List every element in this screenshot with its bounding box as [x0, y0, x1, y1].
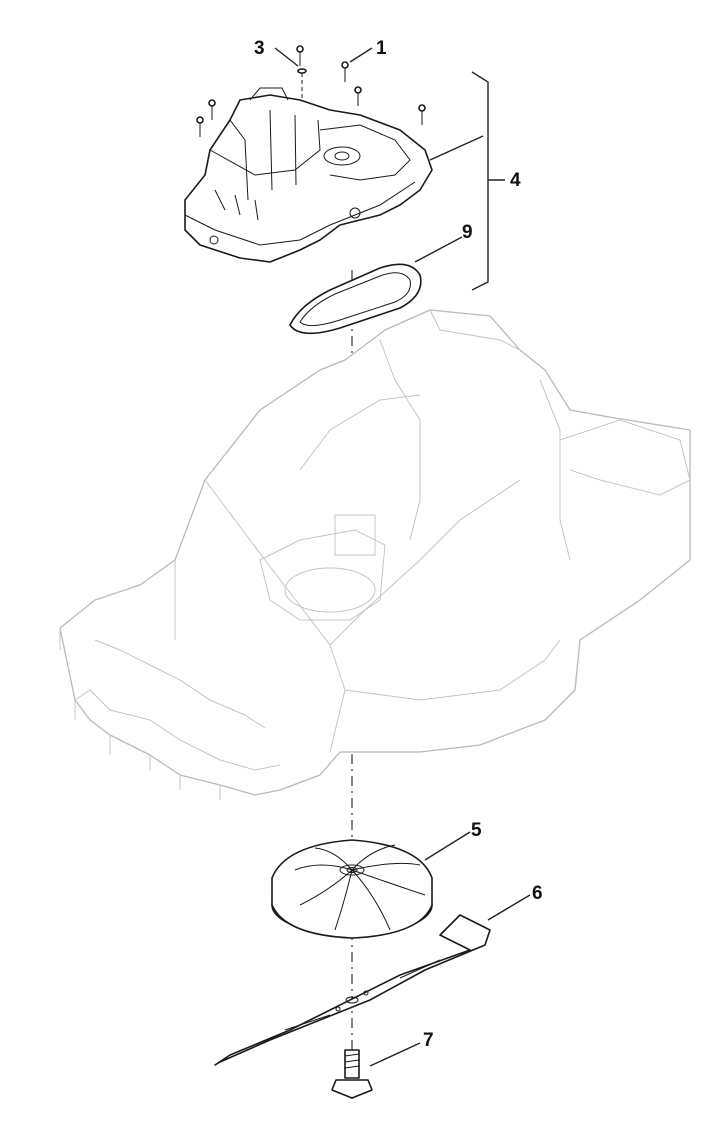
callout-7: 7 — [423, 1030, 434, 1051]
cutting-blade — [214, 914, 491, 1066]
blade-bolt — [331, 1049, 373, 1099]
group-bracket — [471, 71, 505, 291]
callout-5: 5 — [471, 820, 482, 841]
callout-3: 3 — [254, 38, 265, 59]
screws — [196, 45, 426, 137]
screw — [296, 45, 304, 66]
drive-belt — [289, 263, 422, 335]
callout-1: 1 — [376, 38, 387, 59]
washer — [297, 68, 307, 74]
fan-impeller — [271, 839, 433, 939]
callout-4: 4 — [510, 170, 521, 191]
callout-9: 9 — [462, 222, 473, 243]
motor-housing — [184, 87, 433, 263]
screw — [354, 86, 362, 106]
screw — [208, 99, 216, 120]
screw — [196, 116, 204, 137]
screw — [341, 61, 349, 82]
callout-6: 6 — [532, 883, 543, 904]
mower-deck — [59, 309, 691, 800]
screw — [418, 104, 426, 125]
leader-lines — [274, 47, 531, 1067]
